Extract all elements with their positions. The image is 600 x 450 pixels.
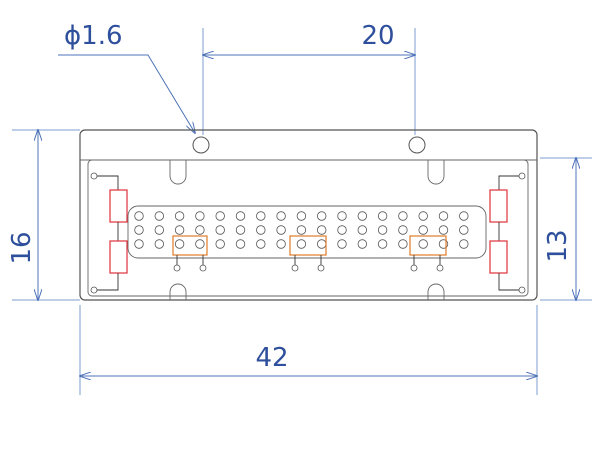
test-point bbox=[410, 264, 418, 272]
test-points bbox=[173, 255, 444, 272]
highlight-group-2 bbox=[289, 235, 327, 256]
header-connector-body bbox=[127, 205, 487, 259]
header-pin bbox=[337, 211, 347, 221]
test-point bbox=[199, 264, 207, 272]
highlight-group-3 bbox=[409, 235, 447, 256]
hole-diameter-dimension: ϕ1.6 bbox=[58, 21, 195, 133]
header-pin bbox=[134, 225, 144, 235]
header-pin bbox=[398, 239, 408, 249]
header-pin bbox=[276, 211, 286, 221]
header-pin bbox=[357, 239, 368, 249]
test-point bbox=[436, 264, 444, 272]
header-pin bbox=[357, 225, 368, 235]
header-pin bbox=[276, 239, 286, 249]
left-resistor-network bbox=[97, 175, 128, 291]
width-dimension-label: 42 bbox=[255, 343, 288, 373]
pin-grid bbox=[134, 211, 469, 249]
header-pin bbox=[235, 225, 246, 235]
pitch-dimension-label: 20 bbox=[361, 21, 394, 51]
mounting-hole-right bbox=[408, 136, 426, 154]
header-pin bbox=[438, 225, 449, 235]
header-pin bbox=[235, 239, 246, 249]
header-pin bbox=[317, 211, 327, 221]
header-pin bbox=[154, 211, 165, 221]
height-left-dimension: 16 bbox=[7, 130, 80, 300]
header-pin bbox=[418, 239, 428, 249]
resistor-left-bottom bbox=[109, 240, 128, 274]
header-pin bbox=[377, 211, 388, 221]
header-pin bbox=[256, 239, 266, 249]
notch-top-right bbox=[427, 160, 445, 185]
header-pin bbox=[459, 239, 469, 249]
header-pin bbox=[195, 225, 205, 235]
header-pin bbox=[195, 239, 205, 249]
resistor-right-top bbox=[489, 189, 508, 223]
header-pin bbox=[377, 225, 388, 235]
hole-pitch-dimension: 20 bbox=[203, 21, 415, 135]
header-pin bbox=[154, 239, 165, 249]
notch-top-left bbox=[169, 160, 187, 185]
hole-diameter-label: ϕ1.6 bbox=[64, 21, 123, 51]
header-pin bbox=[296, 225, 307, 235]
test-point bbox=[317, 264, 325, 272]
header-pin bbox=[174, 225, 185, 235]
corner-hole-br bbox=[518, 286, 526, 294]
board-outer-outline bbox=[79, 129, 538, 301]
header-pin bbox=[154, 225, 165, 235]
header-pin bbox=[317, 225, 327, 235]
notch-bottom-left bbox=[169, 283, 187, 300]
highlight-group-1 bbox=[172, 235, 208, 256]
header-pin bbox=[296, 211, 307, 221]
header-pin bbox=[317, 239, 327, 249]
header-pin bbox=[357, 211, 368, 221]
header-pin bbox=[296, 239, 307, 249]
header-pin bbox=[398, 211, 408, 221]
test-point bbox=[291, 264, 299, 272]
header-pin bbox=[459, 211, 469, 221]
resistor-right-bottom bbox=[489, 240, 508, 274]
mounting-hole-left bbox=[192, 136, 210, 154]
test-point bbox=[173, 264, 181, 272]
header-pin bbox=[418, 211, 428, 221]
header-pin bbox=[134, 211, 144, 221]
header-pin bbox=[256, 225, 266, 235]
header-pin bbox=[337, 239, 347, 249]
header-pin bbox=[215, 239, 225, 249]
corner-hole-bl bbox=[90, 286, 98, 294]
header-pin bbox=[174, 211, 185, 221]
resistor-left-top bbox=[109, 189, 128, 223]
header-pin bbox=[377, 239, 388, 249]
height-right-label: 13 bbox=[543, 229, 573, 262]
height-left-label: 16 bbox=[7, 231, 37, 264]
height-right-dimension: 13 bbox=[540, 158, 592, 300]
header-pin bbox=[438, 211, 449, 221]
header-pin bbox=[337, 225, 347, 235]
header-pin bbox=[398, 225, 408, 235]
header-pin bbox=[195, 211, 205, 221]
corner-hole-tl bbox=[90, 172, 98, 180]
hole-diameter-leader bbox=[58, 54, 195, 133]
corner-hole-tr bbox=[518, 172, 526, 180]
notch-bottom-right bbox=[427, 283, 445, 300]
wire bbox=[498, 273, 519, 291]
header-pin bbox=[215, 211, 225, 221]
width-dimension: 42 bbox=[80, 305, 537, 395]
pcb-board bbox=[79, 129, 538, 301]
header-pin bbox=[174, 239, 185, 249]
wire bbox=[97, 273, 119, 291]
header-pin bbox=[459, 225, 469, 235]
wire bbox=[97, 175, 119, 190]
header-pin bbox=[235, 211, 246, 221]
header-pin bbox=[418, 225, 428, 235]
header-pin bbox=[134, 239, 144, 249]
wire bbox=[498, 175, 519, 190]
header-pin bbox=[215, 225, 225, 235]
header-pin bbox=[276, 225, 286, 235]
right-resistor-network bbox=[489, 175, 519, 291]
header-pin bbox=[256, 211, 266, 221]
